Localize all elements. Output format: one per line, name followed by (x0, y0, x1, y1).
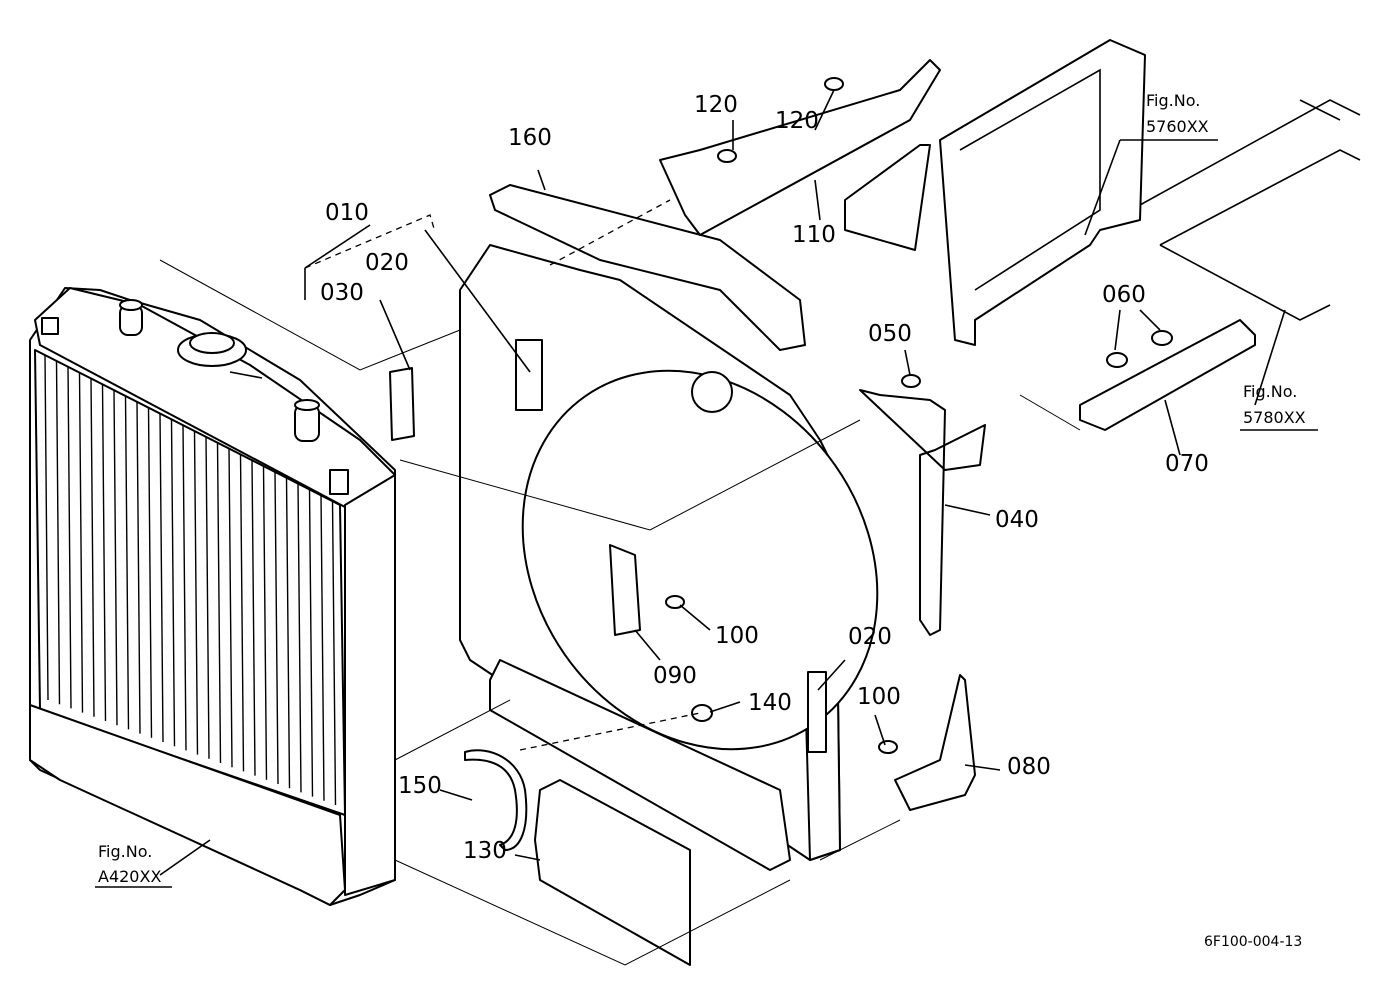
part-label-040: 040 (995, 507, 1039, 533)
seal-150 (464, 749, 528, 851)
lower-plate-130 (534, 779, 691, 966)
radiator-fin (124, 395, 130, 730)
radiator-fin (78, 372, 84, 713)
bracket-080 (894, 674, 976, 811)
part-label-100-center: 100 (715, 623, 759, 649)
drawing-code: 6F100-004-13 (1204, 934, 1302, 950)
radiator-fin (205, 436, 210, 759)
radiator-fin (251, 459, 256, 776)
fig-ref-5780-line1: Fig.No. (1243, 382, 1297, 401)
radiator-fin (170, 418, 176, 747)
part-label-030: 030 (320, 280, 364, 306)
fig-ref-a420-line1: Fig.No. (98, 842, 152, 861)
radiator-fin (228, 447, 233, 768)
fig-ref-a420-line2: A420XX (98, 867, 161, 886)
radiator-fin (262, 465, 268, 780)
radiator-fin (331, 499, 337, 806)
upper-bracket (659, 59, 941, 251)
radiator-fin (67, 366, 72, 709)
radiator-fin (308, 488, 314, 797)
frame-5760 (939, 39, 1146, 346)
radiator-fin (44, 354, 49, 701)
part-label-050: 050 (868, 321, 912, 347)
fan-shroud (459, 244, 879, 871)
part-label-160: 160 (508, 125, 552, 151)
radiator-fin (285, 476, 291, 789)
radiator-fin (320, 494, 325, 801)
part-label-120-left: 120 (694, 92, 738, 118)
radiator-fin (297, 482, 302, 793)
leader-lines (159, 89, 1286, 966)
radiator-fin (113, 389, 118, 726)
part-number-labels: 010 020 030 160 120 120 110 060 050 070 … (320, 92, 1209, 864)
radiator-fin (182, 424, 187, 751)
figure-references: Fig.No. 5760XX Fig.No. 5780XX Fig.No. A4… (95, 91, 1318, 888)
stay-040 (859, 389, 986, 636)
radiator-fin (136, 401, 141, 734)
bracket-070 (1079, 319, 1256, 431)
part-label-150: 150 (398, 773, 442, 799)
part-label-140: 140 (748, 690, 792, 716)
part-label-020-right: 020 (848, 624, 892, 650)
radiator-fin (55, 360, 61, 705)
radiator-assembly (29, 287, 396, 906)
radiator-fin (216, 441, 222, 764)
part-label-130: 130 (463, 838, 507, 864)
part-label-010: 010 (325, 200, 369, 226)
part-label-090: 090 (653, 663, 697, 689)
frame-5780 (1139, 99, 1361, 321)
radiator-fin (193, 430, 199, 755)
radiator-fin (159, 412, 164, 743)
radiator-fin (147, 407, 153, 738)
fig-ref-5760-line1: Fig.No. (1146, 91, 1200, 110)
part-label-080: 080 (1007, 754, 1051, 780)
fig-ref-5760-line2: 5760XX (1146, 117, 1209, 136)
part-label-100-right: 100 (857, 684, 901, 710)
part-label-120-right: 120 (775, 108, 819, 134)
fig-ref-5780-line2: 5780XX (1243, 408, 1306, 427)
upper-shroud-cover (489, 184, 806, 351)
part-label-060: 060 (1102, 282, 1146, 308)
rubber-pad-030 (389, 367, 415, 441)
part-label-110: 110 (792, 222, 836, 248)
part-label-020-top: 020 (365, 250, 409, 276)
part-label-070: 070 (1165, 451, 1209, 477)
bracket-090 (609, 544, 641, 636)
radiator-fin (101, 383, 107, 722)
radiator-fin (239, 453, 245, 772)
radiator-fin (274, 470, 279, 785)
radiator-fin (90, 378, 95, 717)
radiator-core-fins (44, 354, 337, 806)
bolts (665, 77, 1173, 754)
